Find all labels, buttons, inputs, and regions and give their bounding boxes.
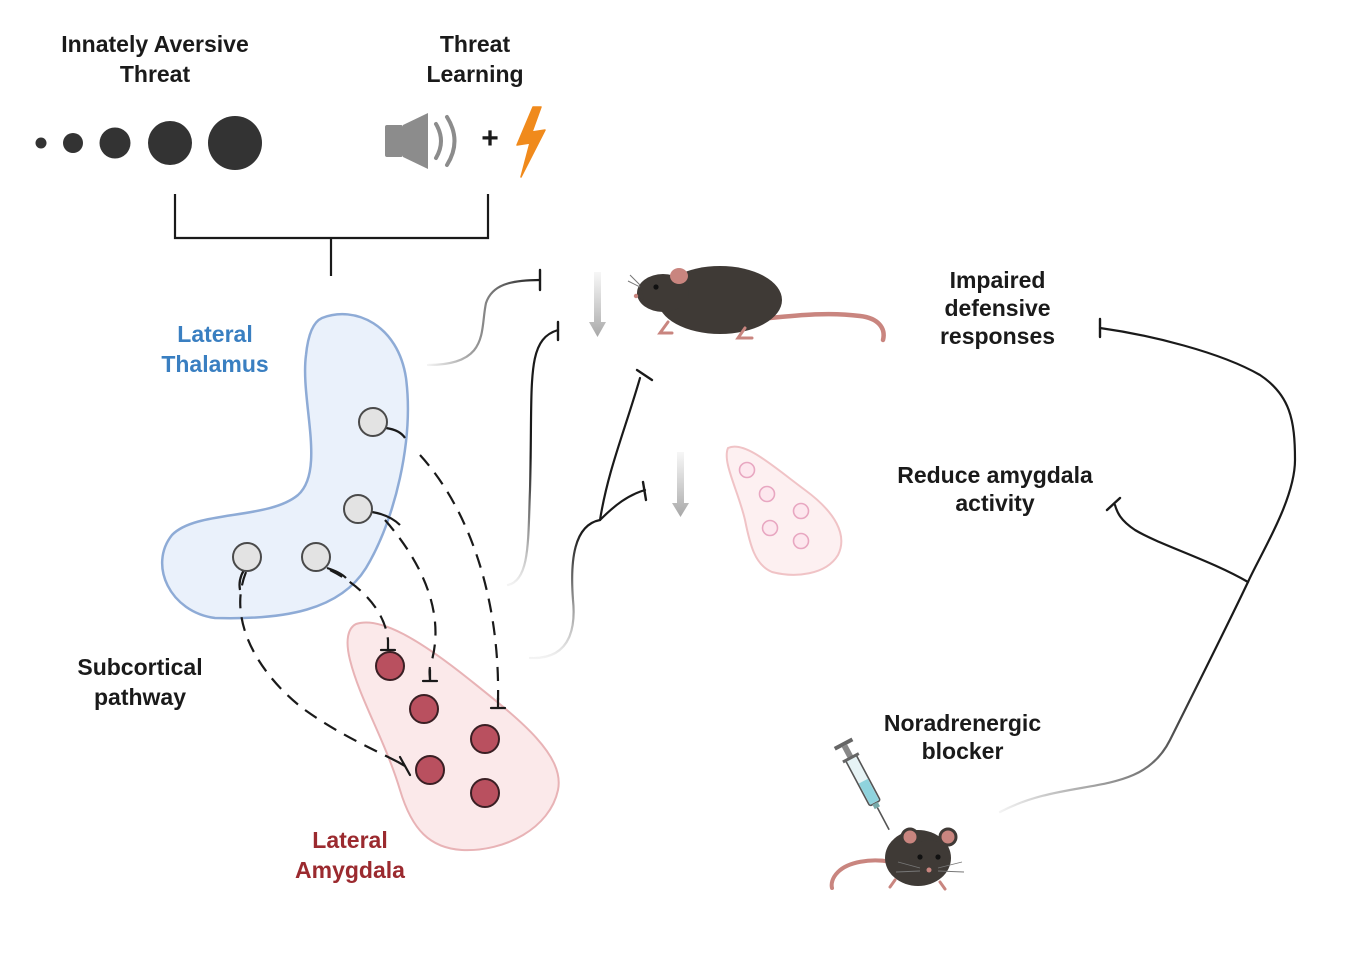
subcortical-pathway-label: Subcortical pathway <box>77 654 203 710</box>
thalamus-neuron <box>343 494 373 524</box>
down-arrow-icon <box>589 272 689 517</box>
thalamus-neurons <box>232 407 406 591</box>
amygdala-neurons <box>375 651 500 808</box>
syringe-icon <box>833 737 890 831</box>
mouse-icon <box>829 827 965 891</box>
lateral-amygdala-label: Lateral Amygdala <box>295 827 405 883</box>
inhibition-bars <box>538 268 1122 512</box>
reduced-amygdala-neurons <box>738 461 810 550</box>
innately-aversive-threat-label: Innately Aversive Threat <box>61 31 249 87</box>
noradrenergic-blocker-label: Noradrenergic blocker <box>883 710 1042 764</box>
thalamus-neuron <box>358 407 388 437</box>
threat-learning-label: Threat Learning <box>426 31 524 87</box>
lateral-thalamus-label: Lateral Thalamus <box>161 321 269 377</box>
threat-size-dots-icon <box>35 116 262 170</box>
lightning-bolt-icon <box>516 106 546 178</box>
thalamus-neuron <box>232 542 262 572</box>
reduce-amygdala-activity-label: Reduce amygdala activity <box>897 462 1093 516</box>
lateral-thalamus-region <box>161 313 410 620</box>
lateral-amygdala-region <box>346 621 560 852</box>
speaker-icon <box>385 113 457 169</box>
convergence-bracket <box>173 194 490 276</box>
thalamus-neuron <box>301 542 331 572</box>
mouse-icon <box>627 266 886 343</box>
plus-sign: + <box>481 122 499 155</box>
reduced-amygdala-icon <box>725 445 843 576</box>
inhibition-curves <box>426 278 1297 814</box>
impaired-defensive-responses-label: Impaired defensive responses <box>939 267 1056 349</box>
inhibitory-terminals <box>379 638 507 777</box>
